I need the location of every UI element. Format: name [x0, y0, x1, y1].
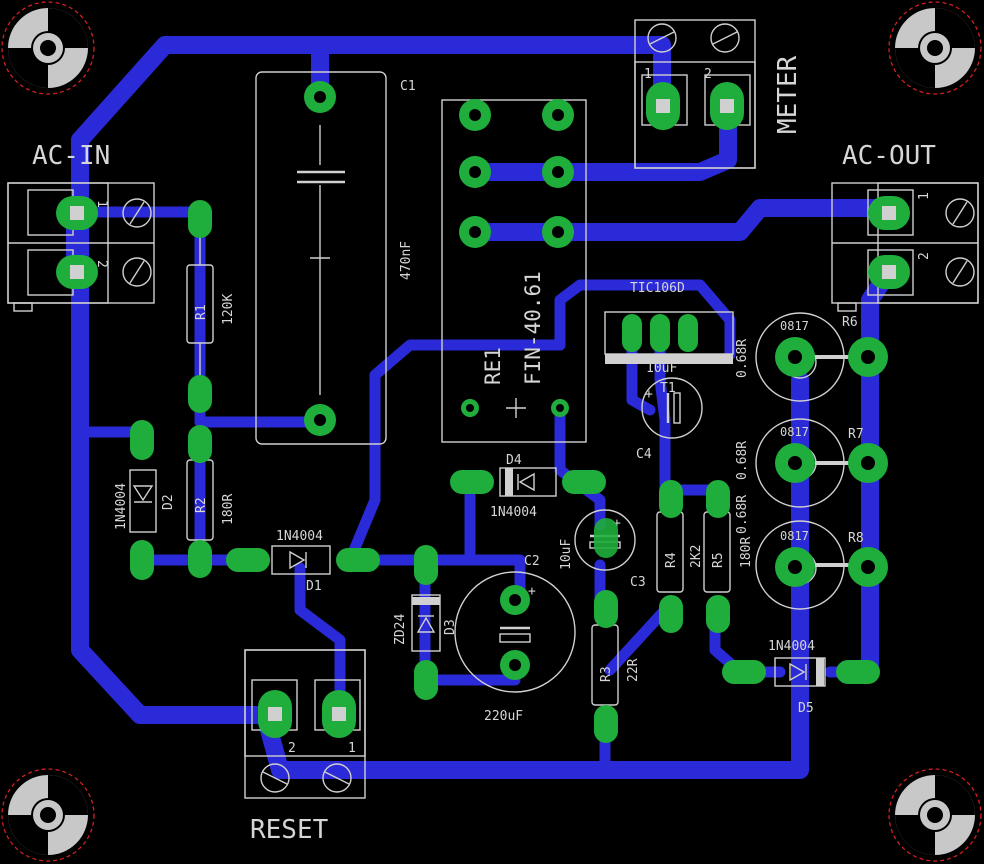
d2-ref: D2 — [161, 494, 176, 510]
r8-value: 0.68R — [735, 495, 750, 534]
ac-in-label: AC-IN — [32, 141, 110, 171]
r1-value: 120K — [221, 294, 236, 325]
ac-out-pin2: 2 — [917, 252, 932, 260]
trace-top-loop — [71, 36, 671, 221]
r5-value: 180R — [739, 537, 754, 568]
mounting-hole-tl — [1, 1, 95, 95]
meter-label: METER — [773, 55, 803, 134]
ac-out-terminal: AC-OUT 1 2 — [831, 141, 979, 312]
mounting-hole-br — [888, 768, 982, 862]
r7-ref: R7 — [848, 427, 864, 442]
d1-diode: 1N4004 D1 — [271, 529, 331, 594]
r5-ref: R5 — [711, 552, 726, 568]
c4-value: 10uF — [646, 361, 677, 376]
t1-ref: T1 — [660, 381, 676, 396]
trace-relay-up — [554, 279, 736, 361]
c3-plus: + — [613, 516, 621, 531]
trace-d1-up — [344, 339, 566, 566]
d5-value: 1N4004 — [768, 639, 815, 654]
pads — [56, 81, 910, 743]
c2-plus: + — [528, 584, 536, 599]
d4-diode: D4 1N4004 — [490, 453, 557, 520]
d5-ref: D5 — [798, 701, 814, 716]
c2-capacitor: + C2 220uF — [454, 554, 576, 724]
c2-ref: C2 — [524, 554, 540, 569]
ac-in-terminal: AC-IN 1 2 — [7, 141, 155, 312]
trace-c1-bottom — [194, 404, 326, 428]
r2-value: 180R — [221, 494, 236, 525]
meter-pin2: 2 — [704, 67, 712, 82]
c3-ref: C3 — [630, 575, 646, 590]
reset-pin1: 1 — [348, 741, 356, 756]
r7-value: 0.68R — [735, 441, 750, 480]
c1-value: 470nF — [399, 241, 414, 280]
ac-out-label: AC-OUT — [842, 141, 936, 171]
reset-terminal: 2 1 RESET — [244, 649, 366, 845]
trace-d1-down — [294, 562, 346, 716]
d4-value: 1N4004 — [490, 505, 537, 520]
re1-ref: RE1 — [481, 347, 505, 385]
d1-value: 1N4004 — [276, 529, 323, 544]
r1-resistor: R1 120K — [186, 230, 236, 380]
trace-relay-acout1 — [466, 199, 894, 241]
r7-body: 0817 — [780, 425, 809, 439]
c4-capacitor: + 10uF C4 — [636, 361, 703, 462]
mounting-hole-tr — [888, 1, 982, 95]
trace-d1-right — [354, 554, 526, 601]
r8-body: 0817 — [780, 529, 809, 543]
re1-relay: RE1 FIN-40.61 — [441, 99, 587, 443]
d2-diode: 1N4004 D2 — [114, 469, 176, 533]
trace-r4-r3 — [604, 604, 671, 676]
c2-value: 220uF — [484, 709, 523, 724]
d3-ref: D3 — [443, 619, 458, 635]
r6-resistor: 0817 R6 0.68R — [735, 312, 860, 402]
r6-ref: R6 — [842, 315, 858, 330]
reset-pin2: 2 — [288, 741, 296, 756]
r6-body: 0817 — [780, 319, 809, 333]
d2-value: 1N4004 — [114, 483, 129, 530]
c1-capacitor: C1 470nF — [255, 71, 416, 445]
d3-value: ZD24 — [393, 614, 408, 645]
r2-ref: R2 — [194, 497, 209, 513]
r1-ref: R1 — [194, 304, 209, 320]
d1-ref: D1 — [306, 579, 322, 594]
r4-ref: R4 — [664, 552, 679, 568]
c4-ref: C4 — [636, 447, 652, 462]
r8-ref: R8 — [848, 531, 864, 546]
d3-zener: ZD24 D3 — [393, 594, 458, 652]
r3-ref: R3 — [599, 666, 614, 682]
trace-meter2-relay — [466, 103, 737, 181]
t1-thyristor: TIC106D T1 — [604, 281, 734, 396]
r3-value: 22R — [626, 658, 641, 682]
reset-label: RESET — [250, 815, 329, 845]
meter-terminal: 1 2 METER — [634, 19, 803, 169]
d5-diode: 1N4004 D5 — [768, 639, 826, 716]
c4-plus: + — [645, 387, 653, 402]
c3-value: 10uF — [559, 539, 574, 570]
r5-resistor: R5 180R — [703, 511, 754, 593]
d4-ref: D4 — [506, 453, 522, 468]
ac-in-pin2: 2 — [94, 260, 109, 268]
r6-value: 0.68R — [735, 339, 750, 378]
ac-in-pin1: 1 — [94, 200, 109, 208]
c1-ref: C1 — [400, 79, 416, 94]
meter-pin1: 1 — [644, 67, 652, 82]
mounting-hole-bl — [1, 768, 95, 862]
t1-value: TIC106D — [630, 281, 685, 296]
r4-value: 2K2 — [689, 545, 704, 568]
ac-out-pin1: 1 — [917, 192, 932, 200]
re1-value: FIN-40.61 — [521, 271, 545, 385]
